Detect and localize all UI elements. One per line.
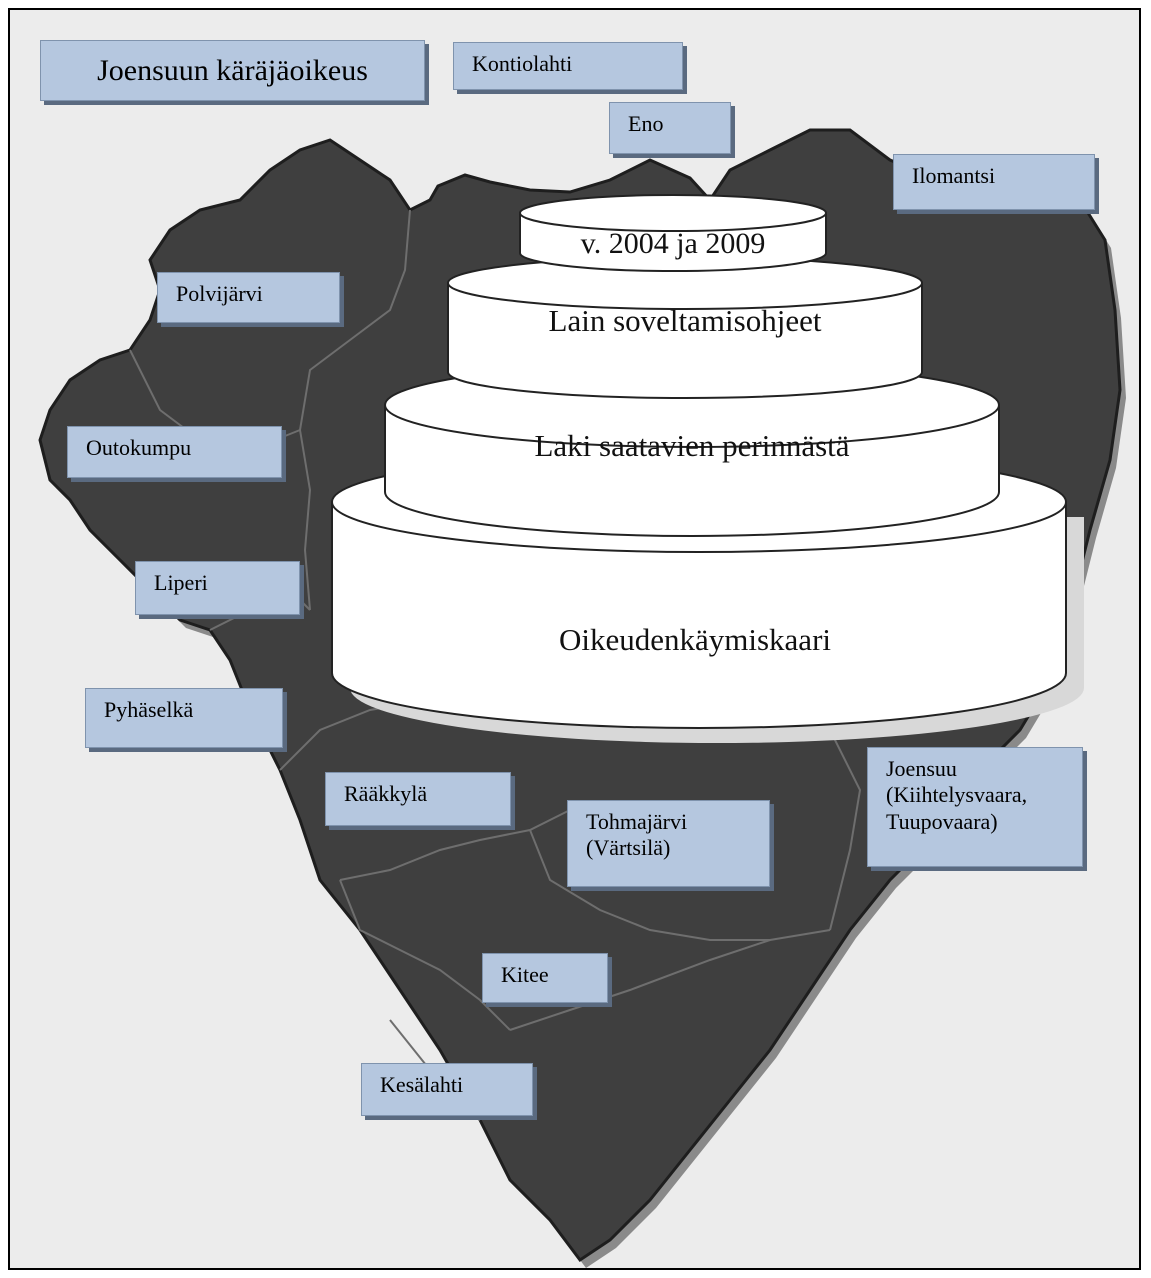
region-label-kesalahti: Kesälahti [361,1063,533,1116]
region-label-eno: Eno [609,102,731,154]
region-label-joensuu: Joensuu (Kiihtelysvaara, Tuupovaara) [867,747,1083,867]
cake-tier-label: Laki saatavien perinnästä [534,428,849,463]
map-title: Joensuun käräjäoikeus [40,40,425,101]
region-label-polvijarvi: Polvijärvi [157,272,340,323]
region-label-raakkyla: Rääkkylä [325,772,511,826]
cake [331,194,1084,743]
cake-tier-label: Oikeudenkäymiskaari [559,622,831,657]
cake-tier-label: v. 2004 ja 2009 [581,227,766,260]
cake-tier-top [519,194,827,272]
region-label-kitee: Kitee [482,953,608,1003]
region-label-tohmajarvi: Tohmajärvi (Värtsilä) [567,800,770,887]
region-label-pyhaselka: Pyhäselkä [85,688,283,748]
region-label-kontiolahti: Kontiolahti [453,42,683,90]
map-frame: v. 2004 ja 2009 Lain soveltamisohjeet La… [8,8,1141,1270]
region-label-outokumpu: Outokumpu [67,426,282,478]
region-label-liperi: Liperi [135,561,300,615]
cake-tier-label: Lain soveltamisohjeet [549,303,822,338]
cake-tier-second [447,256,923,399]
region-label-ilomantsi: Ilomantsi [893,154,1095,210]
region-map: v. 2004 ja 2009 Lain soveltamisohjeet La… [38,128,1126,1268]
